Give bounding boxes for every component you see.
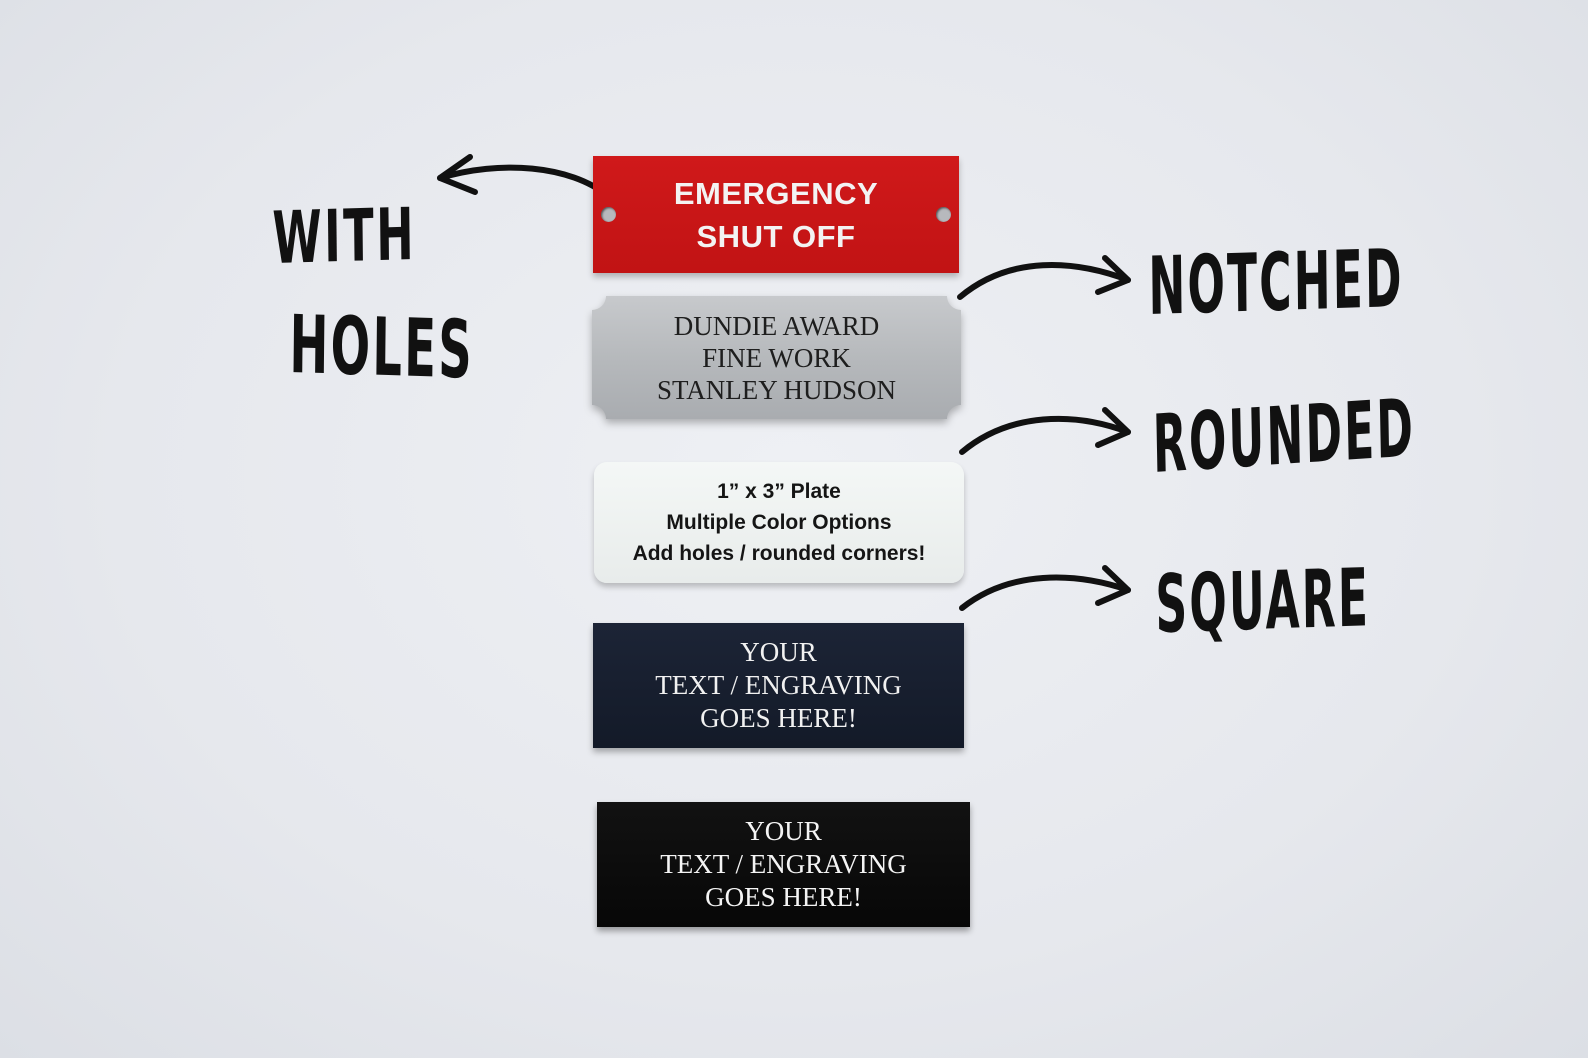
- plate-text-line: FINE WORK: [702, 342, 851, 373]
- mounting-hole-right: [936, 207, 951, 222]
- mounting-hole-left: [601, 207, 616, 222]
- plate-text-line: GOES HERE!: [700, 703, 857, 733]
- plate-text-line: Add holes / rounded corners!: [632, 542, 926, 565]
- plate-text-line: TEXT / ENGRAVING: [655, 670, 902, 700]
- arrow-to-rounded: [959, 407, 1131, 455]
- arrow-to-holes: [437, 154, 611, 199]
- plate-text-line: SHUT OFF: [696, 218, 856, 254]
- plate-text-line: 1” x 3” Plate: [717, 480, 841, 503]
- notched-plate-shape: [592, 296, 961, 419]
- plate-square-navy: YOUR TEXT / ENGRAVING GOES HERE!: [593, 623, 964, 748]
- plate-text-line: YOUR: [740, 637, 817, 667]
- plate-square-black: YOUR TEXT / ENGRAVING GOES HERE!: [597, 802, 970, 927]
- plate-text-line: DUNDIE AWARD: [673, 310, 880, 341]
- notched-plate-text: DUNDIE AWARD FINE WORK STANLEY HUDSON: [592, 296, 961, 419]
- plate-rounded: 1” x 3” Plate Multiple Color Options Add…: [594, 462, 964, 583]
- arrow-to-square: [959, 565, 1131, 611]
- plate-with-holes: EMERGENCY SHUT OFF: [593, 156, 959, 273]
- label-rounded: ROUNDED: [1152, 381, 1416, 491]
- plate-text-line: YOUR: [745, 816, 822, 846]
- label-notched: NOTCHED: [1148, 231, 1405, 333]
- label-holes: HOLES: [289, 298, 475, 397]
- plate-text-line: GOES HERE!: [705, 882, 862, 912]
- plate-notched: DUNDIE AWARD FINE WORK STANLEY HUDSON: [592, 296, 961, 419]
- plate-text-line: Multiple Color Options: [666, 511, 892, 534]
- label-square: SQUARE: [1155, 551, 1371, 651]
- plate-text-line: STANLEY HUDSON: [656, 374, 897, 405]
- plate-text-line: EMERGENCY: [673, 175, 879, 211]
- plate-text-line: TEXT / ENGRAVING: [660, 849, 907, 879]
- label-with: WITH: [272, 191, 417, 280]
- arrow-to-notched: [957, 255, 1131, 300]
